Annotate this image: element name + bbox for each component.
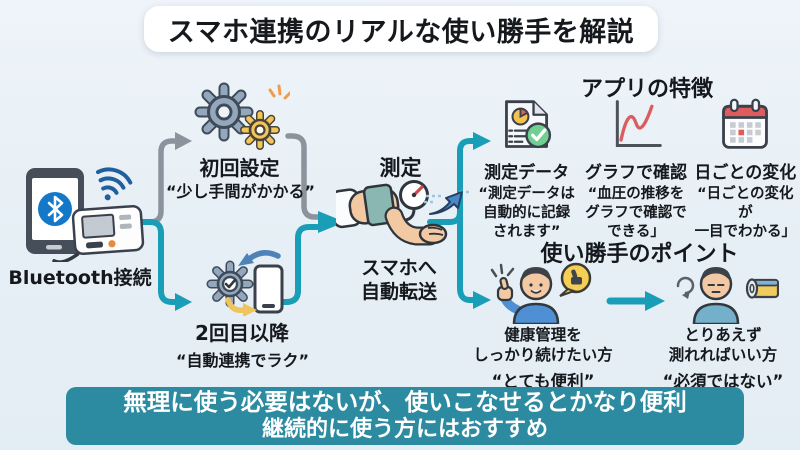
persona-label: とりあえず 測れればいい方 — [668, 326, 778, 365]
persona-quote: “とても便利” — [491, 371, 595, 391]
feature-graph: グラフで確認 “血圧の推移を グラフで確認で できる」 — [581, 97, 690, 242]
arm-cuff-gauge-icon — [336, 180, 448, 246]
gears-icon — [194, 82, 290, 150]
feature-daily-change: 日ごとの変化 “日ごとの変化が 一目でわかる」 — [691, 97, 800, 242]
feature-quote: “血圧の推移を グラフで確認で できる」 — [585, 186, 687, 240]
page-title: スマホ連携のリアルな使い勝手を解説 — [167, 16, 635, 48]
feature-quote: “日ごとの変化が 一目でわかる」 — [694, 186, 797, 240]
feature-quote: “測定データは 自動的に記録 されます” — [478, 186, 575, 240]
app-features-header: アプリの特徴 — [580, 77, 713, 102]
calendar-icon — [722, 98, 769, 149]
auto-sync-phone-icon — [206, 250, 284, 316]
persona-label: 健康管理を しっかり続けたい方 — [473, 326, 613, 365]
persona-casual: とりあえず 測れればいい方 “必須ではない” — [648, 260, 798, 392]
feature-label: 日ごとの変化 — [694, 163, 797, 183]
report-check-icon — [504, 100, 551, 149]
repeat-use-quote: “自動連携でラク” — [175, 351, 310, 370]
title-banner: スマホ連携のリアルな使い勝手を解説 — [144, 6, 658, 52]
footer-line-2: 継続的に使う方にはおすすめ — [261, 416, 548, 442]
transfer-label: スマホへ 自動転送 — [360, 257, 437, 303]
line-graph-icon — [615, 100, 662, 148]
bluetooth-label: Bluetooth接続 — [8, 267, 152, 289]
persona-quote: “必須ではない” — [662, 371, 784, 391]
person-thumbs-up-icon — [490, 262, 592, 324]
send-arrow-icon — [424, 190, 470, 215]
app-features-row: 測定データ “測定データは 自動的に記録 されます” グラフで確認 “血圧の推移… — [472, 97, 800, 242]
feature-label: 測定データ — [484, 163, 570, 183]
person-neutral-icon — [676, 267, 779, 324]
feature-measure-data: 測定データ “測定データは 自動的に記録 されます” — [472, 97, 581, 242]
usability-header: 使い勝手のポイント — [540, 242, 739, 267]
first-setup-quote: “少し手間がかかる” — [165, 182, 316, 201]
feature-label: グラフで確認 — [584, 163, 687, 183]
measure-label: 測定 — [379, 156, 422, 180]
persona-committed: 健康管理を しっかり続けたい方 “とても便利” — [468, 260, 618, 392]
footer-line-1: 無理に使う必要はないが、使いこなせるとかなり便利 — [123, 388, 687, 417]
footer-banner: 無理に使う必要はないが、使いこなせるとかなり便利 継続的に使う方にはおすすめ — [66, 387, 744, 445]
first-setup-label: 初回設定 — [199, 156, 280, 180]
smartphone-bluetooth-monitor-icon — [26, 167, 145, 262]
repeat-use-label: 2回目以降 — [195, 321, 289, 345]
